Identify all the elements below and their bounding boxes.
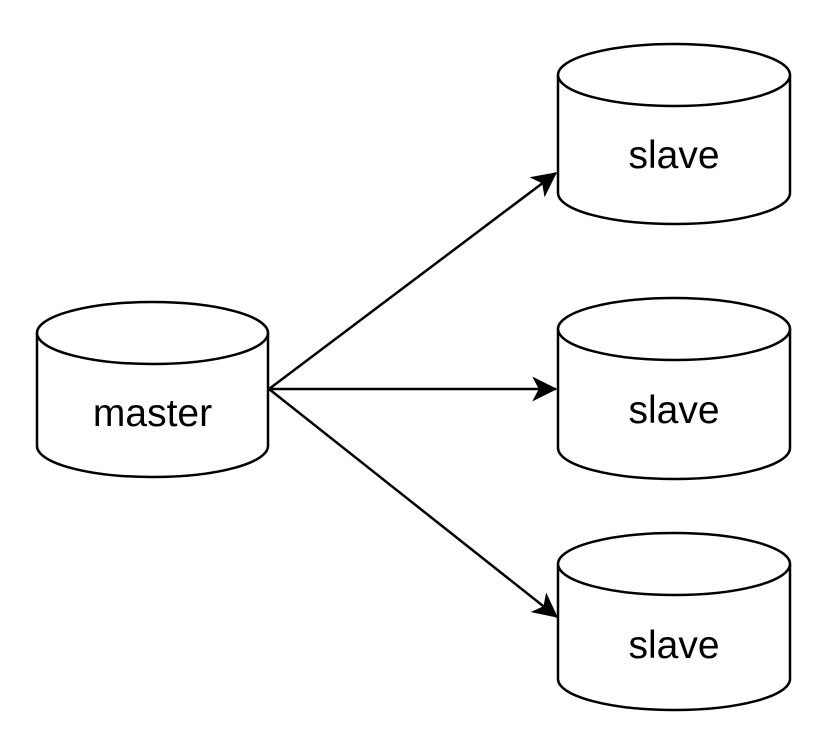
- edge-master-to-slave-3: [268, 388, 558, 618]
- edge-master-to-slave-1: [268, 172, 557, 390]
- database-cylinder-top: [556, 296, 792, 362]
- database-cylinder-top: [35, 300, 270, 366]
- node-slave-2: slave: [556, 296, 792, 481]
- database-cylinder-body: [35, 333, 270, 479]
- node-label-master: master: [93, 392, 212, 435]
- database-cylinder-body: [556, 75, 792, 226]
- node-slave-1: slave: [556, 42, 792, 226]
- node-label-slave-1: slave: [628, 134, 719, 177]
- node-slave-3: slave: [556, 531, 792, 712]
- database-cylinder-top: [556, 42, 792, 108]
- database-cylinder-top: [556, 531, 792, 597]
- node-master: master: [35, 300, 270, 479]
- node-label-slave-2: slave: [628, 389, 719, 432]
- node-label-slave-3: slave: [628, 624, 719, 667]
- database-cylinder-body: [556, 329, 792, 481]
- database-cylinder-body: [556, 564, 792, 712]
